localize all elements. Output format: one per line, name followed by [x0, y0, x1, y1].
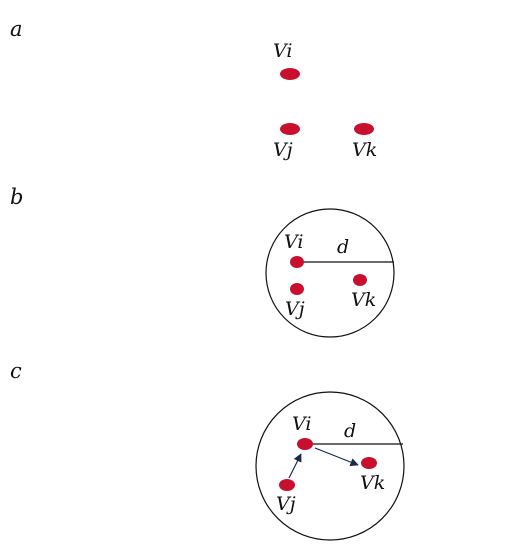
panel-b-vk-label: Vk	[351, 289, 376, 311]
panel-a-vk-label: Vk	[352, 139, 377, 161]
panel-c-label: c	[10, 359, 22, 383]
panel-b-vi-label: Vi	[284, 231, 303, 253]
panel-b-vj-node	[290, 283, 304, 295]
panel-c-vi-node	[297, 438, 313, 450]
panel-a-vi-label: Vi	[273, 40, 292, 62]
panel-a-vk-node	[354, 123, 374, 135]
panel-b-vj-label: Vj	[285, 298, 305, 320]
panel-c-vk-node	[361, 457, 377, 469]
panel-c-arrow-vj-to-vi	[288, 453, 302, 479]
panel-c-vi-label: Vi	[292, 413, 311, 435]
panel-a-label: a	[10, 17, 23, 41]
panel-b-vi-node	[290, 256, 304, 268]
panel-c-vk-label: Vk	[360, 472, 385, 494]
panel-c-vj-label: Vj	[276, 493, 296, 515]
panel-c-arrow-vi-to-vk	[314, 447, 359, 467]
panel-b: b d Vi Vj Vk	[10, 185, 395, 338]
panel-b-radius-circle	[265, 208, 395, 338]
panel-b-label: b	[10, 185, 23, 209]
panel-c-radius-label: d	[344, 420, 356, 442]
panel-b-vk-node	[353, 274, 367, 286]
panel-a: a Vi Vj Vk	[10, 17, 377, 161]
panel-c-vj-node	[279, 479, 295, 491]
panel-a-vi-node	[280, 68, 300, 80]
panel-a-vj-label: Vj	[273, 139, 293, 161]
panel-b-radius-label: d	[337, 236, 349, 258]
panel-c: c d Vi Vj Vk	[10, 359, 405, 541]
panel-c-radius-circle	[255, 391, 405, 541]
panel-a-vj-node	[280, 123, 300, 135]
